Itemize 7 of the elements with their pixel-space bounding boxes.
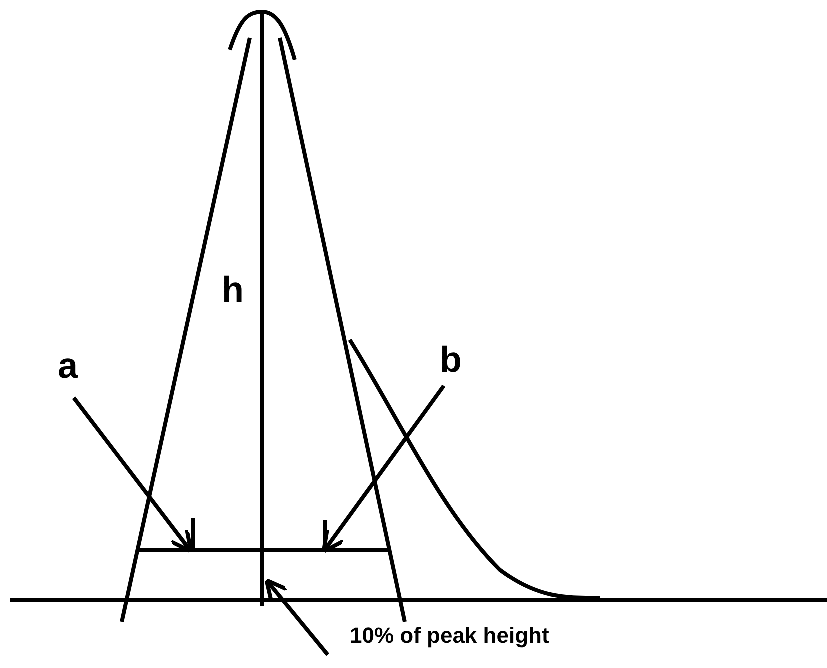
leader-line — [264, 578, 330, 656]
b-label: b — [440, 342, 462, 378]
a-label: a — [58, 348, 78, 384]
leader-line — [322, 384, 446, 554]
leader-line — [72, 396, 194, 554]
height-label: h — [222, 272, 244, 308]
note-text: 10% of peak height — [350, 625, 550, 647]
